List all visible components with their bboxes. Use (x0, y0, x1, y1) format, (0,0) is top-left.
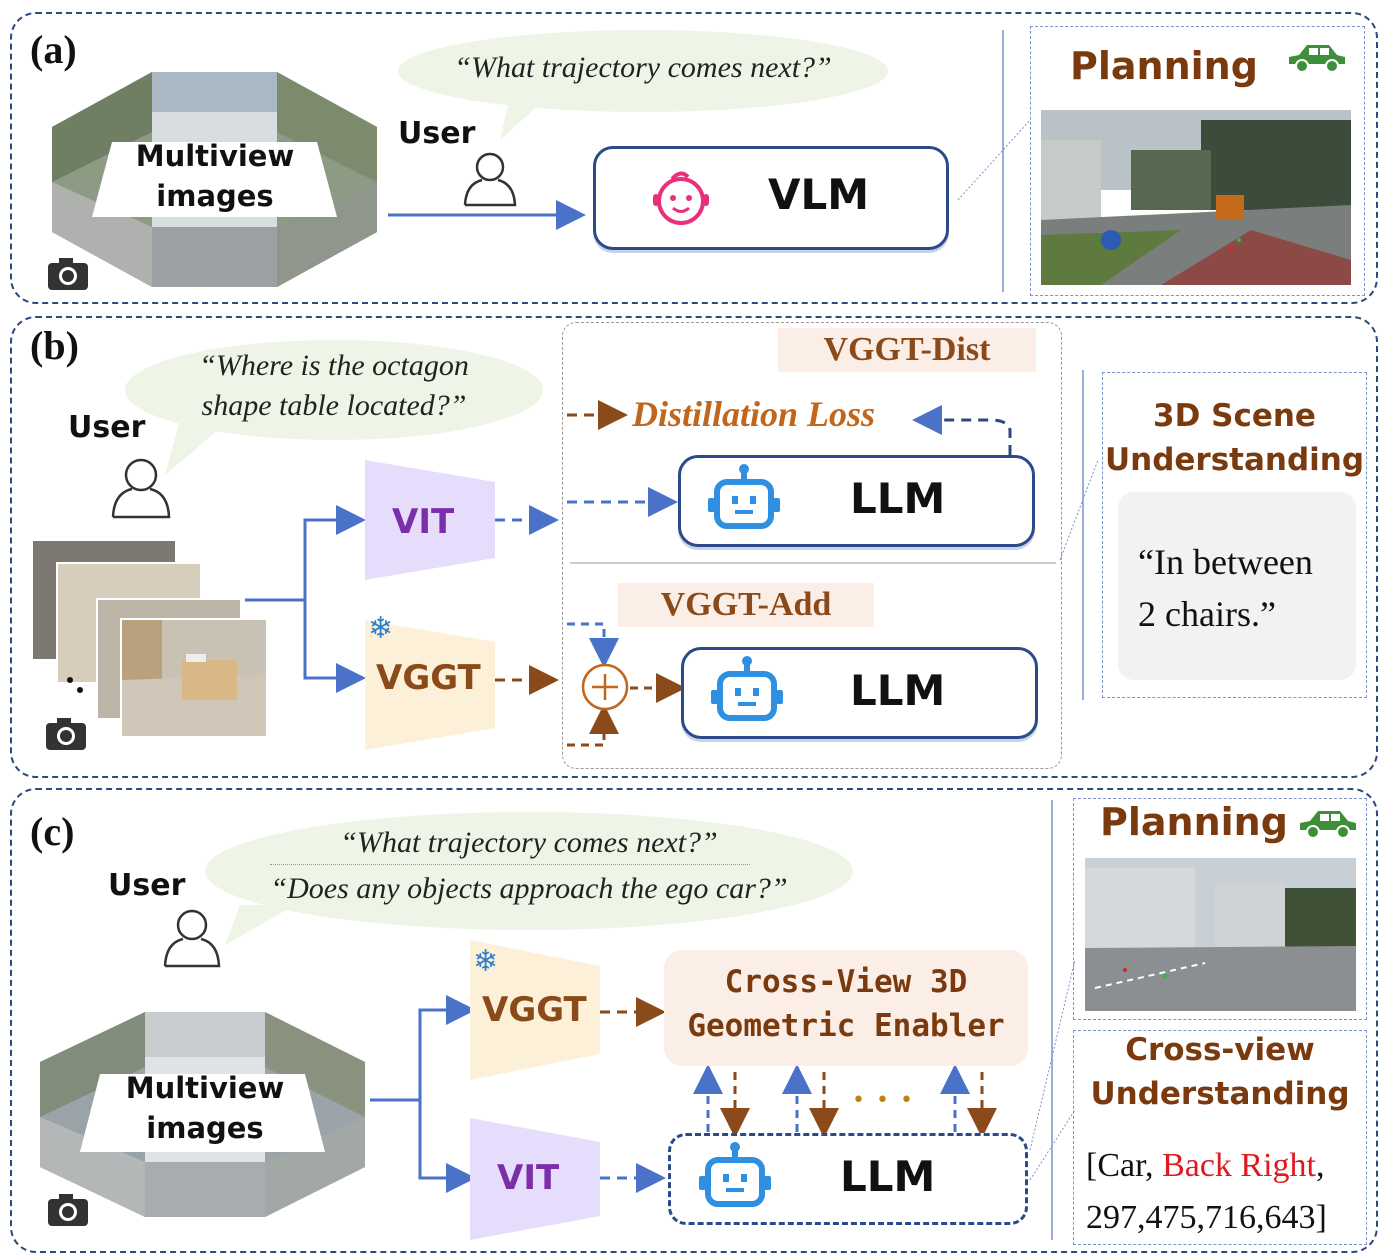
user-icon (463, 152, 517, 207)
snowflake-icon: ❄ (368, 611, 394, 646)
vit-label-c: VIT (497, 1158, 560, 1198)
bubble-tail-c (225, 905, 295, 945)
query-text-b: “Where is the octagon shape table locate… (125, 346, 543, 426)
answer-text-b-line1: “In between (1138, 542, 1313, 582)
robot-icon (711, 656, 783, 721)
bubble-tail-b (165, 420, 230, 475)
user-label-b: User (68, 410, 146, 445)
crossview-title-line2: Understanding (1090, 1076, 1350, 1112)
geometric-enabler-box (664, 950, 1028, 1066)
crossview-answer-line1: [Car, Back Right, (1086, 1140, 1327, 1192)
vlm-box (593, 146, 949, 250)
robot-icon (708, 464, 780, 529)
panel-c (10, 788, 1378, 1253)
user-label-c: User (108, 868, 186, 903)
more-images-dots (67, 677, 83, 693)
vit-encoder-c (470, 1118, 600, 1240)
llm-label-c: LLM (840, 1152, 936, 1201)
robot-icon (699, 1142, 771, 1207)
llm-label-top: LLM (850, 474, 946, 523)
answer-highlight: Back Right (1162, 1147, 1316, 1184)
query-text-b-line1: “Where is the octagon (199, 349, 469, 382)
multiview-label-a: Multiview images (110, 136, 320, 216)
answer-text-b-line2: 2 chairs.” (1138, 594, 1276, 634)
scene-understanding-title-line1: 3D Scene (1153, 398, 1316, 434)
multiview-label-c-line1: Multiview (125, 1071, 285, 1105)
panel-a-label: (a) (30, 27, 77, 72)
user-icon (163, 909, 221, 968)
panel-b-label: (b) (30, 323, 79, 368)
camera-icon (46, 718, 86, 750)
query-text-a: “What trajectory comes next?” (454, 51, 832, 84)
user-label-a: User (398, 116, 476, 151)
crossview-panel (1073, 1030, 1367, 1245)
geometric-enabler-line1: Cross-View 3D (724, 964, 968, 1000)
crossview-answer-line2: 297,475,716,643] (1086, 1199, 1327, 1236)
driving-scene-photo-c (1085, 858, 1356, 1011)
car-icon (1300, 811, 1356, 839)
geometric-enabler-line2: Geometric Enabler (687, 1008, 1005, 1044)
distillation-loss-label: Distillation Loss (632, 394, 876, 434)
vggt-encoder-c (470, 940, 600, 1080)
panel-c-label: (c) (30, 809, 75, 854)
query-text-b-line2: shape table located?” (201, 389, 467, 422)
planning-title-c: Planning (1100, 800, 1288, 844)
query-bubble-a (398, 30, 888, 112)
planning-panel-a (1030, 26, 1365, 296)
car-icon (1289, 45, 1345, 73)
answer-prefix: [Car, (1086, 1147, 1163, 1184)
panel-a (10, 12, 1378, 304)
variant-container-b (562, 322, 1062, 769)
geometric-enabler-label: Cross-View 3D Geometric Enabler (664, 960, 1028, 1048)
answer-box-b (1118, 492, 1356, 680)
vit-encoder-b (365, 460, 495, 580)
answer-suffix: , (1316, 1147, 1325, 1184)
vlm-label: VLM (768, 170, 870, 219)
planning-panel-c (1073, 798, 1367, 1020)
user-icon (111, 458, 171, 519)
multiview-images-a (52, 72, 377, 287)
crossview-title: Cross-view Understanding (1073, 1028, 1367, 1116)
query-text-c-line2: “Does any objects approach the ego car?” (270, 872, 788, 905)
query-text-c: “What trajectory comes next?” “Does any … (205, 820, 853, 912)
vggt-label-b: VGGT (376, 658, 481, 698)
answer-text-b: “In between 2 chairs.” (1138, 536, 1313, 640)
query-divider-c (270, 864, 750, 865)
snowflake-icon: ❄ (473, 944, 499, 979)
plus-circle-icon (581, 663, 629, 711)
baby-face-icon (653, 171, 709, 225)
query-bubble-c (205, 812, 853, 930)
vggt-add-tag: VGGT-Add (618, 583, 874, 627)
ellipsis: • • • (852, 1088, 915, 1113)
query-text-c-line1: “What trajectory comes next?” (340, 826, 718, 859)
multiview-label-a-line2: images (156, 179, 274, 213)
vggt-label-c: VGGT (482, 990, 587, 1030)
crossview-title-line1: Cross-view (1125, 1032, 1315, 1068)
bubble-tail-a (500, 95, 550, 140)
multiview-label-a-line1: Multiview (135, 139, 295, 173)
vggt-encoder-b (365, 620, 495, 750)
multiview-label-c-line2: images (146, 1111, 264, 1145)
multiview-label-c: Multiview images (100, 1068, 310, 1148)
vit-label-b: VIT (392, 502, 455, 542)
multiview-images-c (40, 1012, 365, 1217)
vggt-dist-tag: VGGT-Dist (778, 328, 1036, 372)
crossview-answer: [Car, Back Right, 297,475,716,643] (1086, 1140, 1327, 1244)
camera-icon (48, 1194, 88, 1226)
camera-icon (48, 258, 88, 290)
planning-title-a: Planning (1070, 44, 1258, 88)
scene-understanding-panel (1102, 372, 1367, 698)
driving-scene-photo-a (1041, 110, 1351, 285)
panel-b (10, 316, 1378, 778)
indoor-image-4 (120, 618, 268, 738)
scene-understanding-title: 3D Scene Understanding (1102, 394, 1367, 482)
scene-understanding-title-line2: Understanding (1104, 442, 1365, 478)
llm-label-bottom: LLM (850, 666, 946, 715)
